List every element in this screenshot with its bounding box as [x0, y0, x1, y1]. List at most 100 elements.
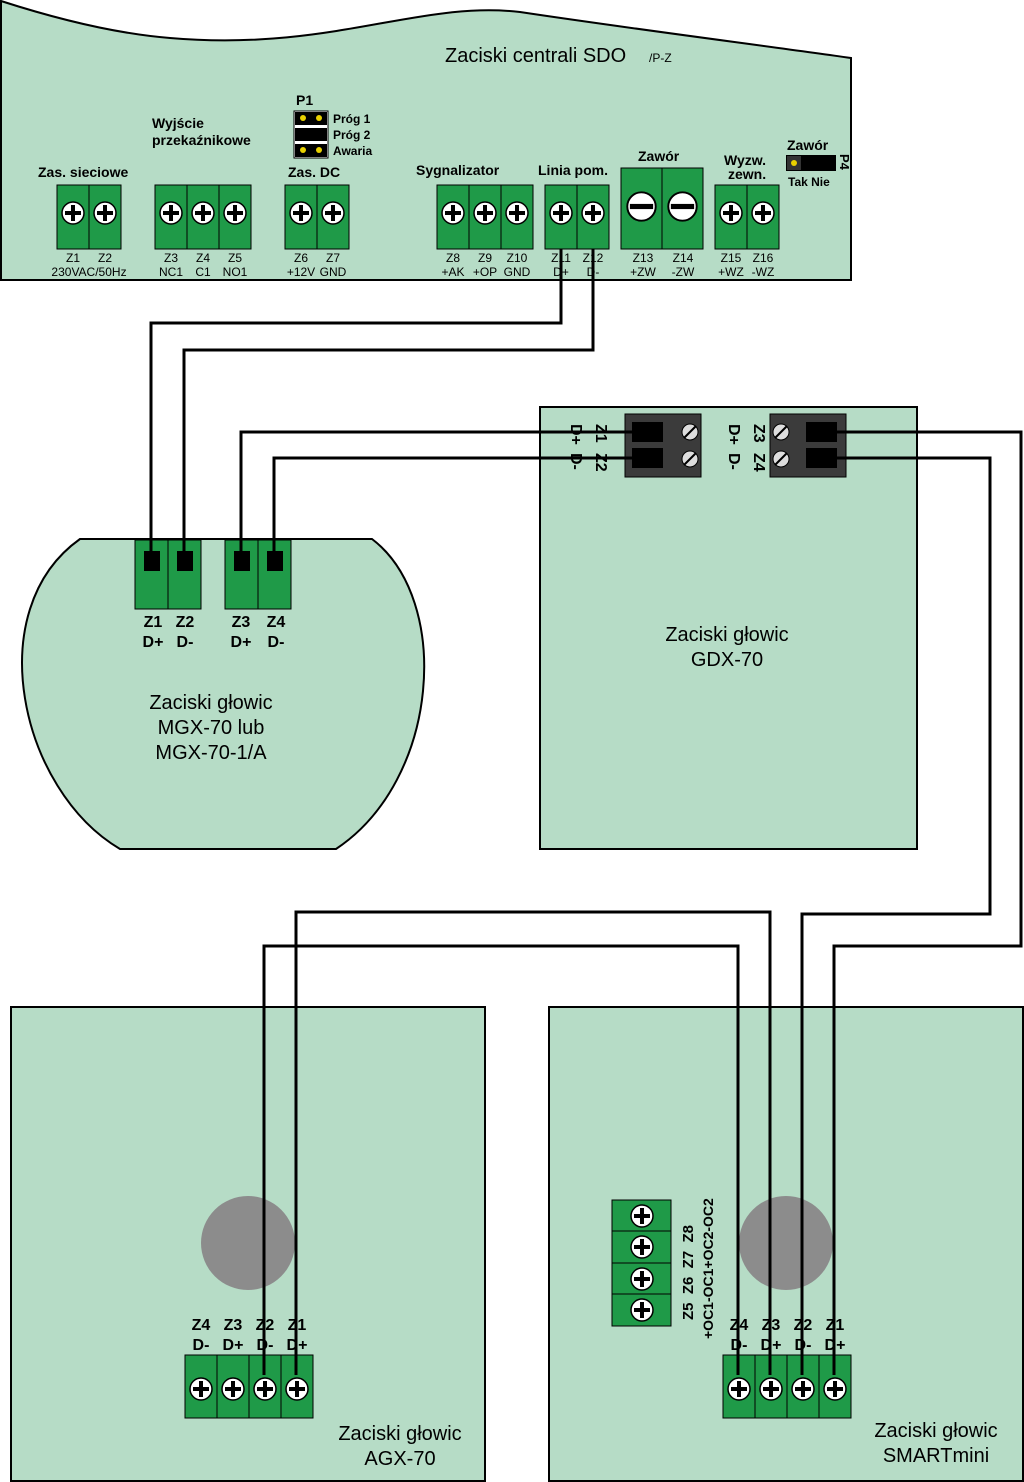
- sdo-terminal-z16[interactable]: [746, 184, 780, 250]
- mgx-z4-sub: D-: [268, 634, 285, 651]
- gdx-z4-sub: D-: [725, 453, 742, 470]
- wire-smart-z3-agx-z1: [294, 910, 772, 1375]
- sdo-z16-sub: -WZ: [752, 265, 775, 279]
- mgx-z1-id: Z1: [144, 614, 163, 631]
- smart-sensor: [739, 1196, 833, 1290]
- mgx-z1-sub: D+: [143, 634, 164, 651]
- jumper-p4-label: P4: [837, 154, 852, 171]
- sdo-terminal-z8[interactable]: [436, 184, 470, 250]
- sdo-terminal-z3[interactable]: [154, 184, 188, 250]
- sdo-z2-id: Z2: [98, 251, 112, 265]
- gdx-terminal-z1z2[interactable]: [624, 413, 702, 478]
- sdo-z15-sub: +WZ: [718, 265, 744, 279]
- sdo-terminal-z4[interactable]: [186, 184, 220, 250]
- jumper-p1-opt1: Próg 1: [333, 112, 371, 126]
- jumper-p4-opts: Tak Nie: [788, 175, 830, 189]
- sdo-z3-sub: NC1: [159, 265, 183, 279]
- mgx-z2-sub: D-: [177, 634, 194, 651]
- sdo-terminal-z11[interactable]: [544, 184, 578, 250]
- label-zas-sieciowe: Zas. sieciowe: [38, 164, 128, 180]
- mgx-z4-id: Z4: [267, 614, 286, 631]
- agx-z4-sub: D-: [193, 1337, 210, 1354]
- jumper-p4-title: Zawór: [787, 137, 829, 153]
- sdo-panel: Zaciski centrali SDO /P-Z Zas. sieciowe …: [0, 0, 852, 281]
- sdo-terminal-z10[interactable]: [500, 184, 534, 250]
- sdo-terminal-z7[interactable]: [316, 184, 350, 250]
- agx-terminal-z4[interactable]: [184, 1354, 218, 1419]
- sdo-terminal-z9[interactable]: [468, 184, 502, 250]
- label-przekaznikowe: przekaźnikowe: [152, 132, 251, 148]
- sdo-z13-sub: +ZW: [630, 265, 656, 279]
- mgx-z2-id: Z2: [176, 614, 195, 631]
- sdo-terminal-labels: Z1 230VAC/50Hz Z2 Z3 NC1 Z4 C1 Z5 NO1 Z6…: [51, 251, 774, 279]
- sdo-z5-id: Z5: [228, 251, 242, 265]
- sdo-z7-sub: GND: [320, 265, 347, 279]
- wire-mgx-z4-gdx-z2: [272, 456, 632, 560]
- sdo-z10-id: Z10: [507, 251, 528, 265]
- jumper-p1-label: P1: [296, 92, 313, 108]
- smart-oc-terminal-block[interactable]: [611, 1199, 672, 1327]
- agx-title-1: Zaciski głowic: [338, 1423, 461, 1445]
- sdo-terminal-z12[interactable]: [576, 184, 610, 250]
- agx-panel: Zaciski głowic AGX-70 Z4 D- Z3 D+ Z2 D- …: [10, 1006, 486, 1482]
- gdx-z1-sub: D+: [567, 424, 584, 445]
- label-wyzw: Wyzw.: [724, 152, 766, 168]
- label-wyjscie: Wyjście: [152, 115, 204, 131]
- mgx-terminal-labels: Z1 D+ Z2 D- Z3 D+ Z4 D-: [143, 614, 286, 651]
- gdx-z3-sub: D+: [725, 424, 742, 445]
- smart-title-1: Zaciski głowic: [874, 1420, 997, 1442]
- sdo-terminal-z14[interactable]: [661, 167, 704, 250]
- agx-z4-id: Z4: [192, 1317, 211, 1334]
- sdo-terminal-z13[interactable]: [620, 167, 663, 250]
- jumper-p4[interactable]: Zawór Tak Nie P4: [786, 137, 852, 189]
- wire-mgx-z3-gdx-z1: [239, 430, 632, 560]
- sdo-terminal-z5[interactable]: [218, 184, 252, 250]
- agx-terminal-z3[interactable]: [216, 1354, 250, 1419]
- gdx-title-2: GDX-70: [691, 649, 763, 671]
- gdx-z4-id: Z4: [750, 453, 767, 472]
- wire-smart-z4-agx-z2: [262, 944, 740, 1375]
- mgx-z3-sub: D+: [231, 634, 252, 651]
- agx-sensor: [201, 1196, 295, 1290]
- label-zawor: Zawór: [638, 148, 680, 164]
- mgx-title-1: Zaciski głowic: [149, 692, 272, 714]
- wire-sdo-z11-mgx-z1: [149, 249, 563, 560]
- sdo-z5-sub: NO1: [223, 265, 248, 279]
- gdx-title-1: Zaciski głowic: [665, 624, 788, 646]
- sdo-title-sub: /P-Z: [649, 51, 672, 65]
- sdo-terminal-z6[interactable]: [284, 184, 318, 250]
- sdo-z1-sub: 230VAC/50Hz: [51, 265, 126, 279]
- jumper-p1[interactable]: P1 Próg 1 Próg 2 Awaria: [293, 92, 372, 159]
- mgx-title-3: MGX-70-1/A: [155, 742, 267, 764]
- wires: [149, 249, 1023, 1375]
- sdo-z8-id: Z8: [446, 251, 460, 265]
- label-zas-dc: Zas. DC: [288, 164, 340, 180]
- label-zewn: zewn.: [728, 166, 766, 182]
- sdo-z14-id: Z14: [673, 251, 694, 265]
- sdo-terminal-z15[interactable]: [714, 184, 748, 250]
- sdo-z9-id: Z9: [478, 251, 492, 265]
- wire-gdx-z4-smart-z2: [800, 456, 992, 1375]
- sdo-z3-id: Z3: [164, 251, 178, 265]
- sdo-z9-sub: +OP: [473, 265, 497, 279]
- sdo-terminal-z1[interactable]: [56, 184, 90, 250]
- gdx-z2-sub: D-: [567, 453, 584, 470]
- gdx-panel: Zaciski głowic GDX-70 Z1 D+ Z2 D- Z3 D+ …: [539, 406, 918, 850]
- smart-oc-ids: Z5 Z6 Z7 Z8: [680, 1225, 697, 1320]
- label-sygnalizator: Sygnalizator: [416, 162, 500, 178]
- smart-panel: Zaciski głowic SMARTmini Z5 Z6 Z7 Z8 +OC…: [548, 1006, 1024, 1482]
- mgx-panel: Zaciski głowic MGX-70 lub MGX-70-1/A Z1 …: [21, 538, 426, 850]
- smart-title-2: SMARTmini: [883, 1445, 989, 1467]
- mgx-z3-id: Z3: [232, 614, 251, 631]
- sdo-z8-sub: +AK: [441, 265, 464, 279]
- sdo-terminal-z2[interactable]: [88, 184, 122, 250]
- agx-z3-sub: D+: [223, 1337, 244, 1354]
- sdo-z6-id: Z6: [294, 251, 308, 265]
- wire-gdx-z3-smart-z1: [832, 430, 1023, 1375]
- sdo-z10-sub: GND: [504, 265, 531, 279]
- sdo-z13-id: Z13: [633, 251, 654, 265]
- sdo-z15-id: Z15: [721, 251, 742, 265]
- sdo-z14-sub: -ZW: [672, 265, 695, 279]
- gdx-terminal-z3z4[interactable]: [769, 413, 847, 478]
